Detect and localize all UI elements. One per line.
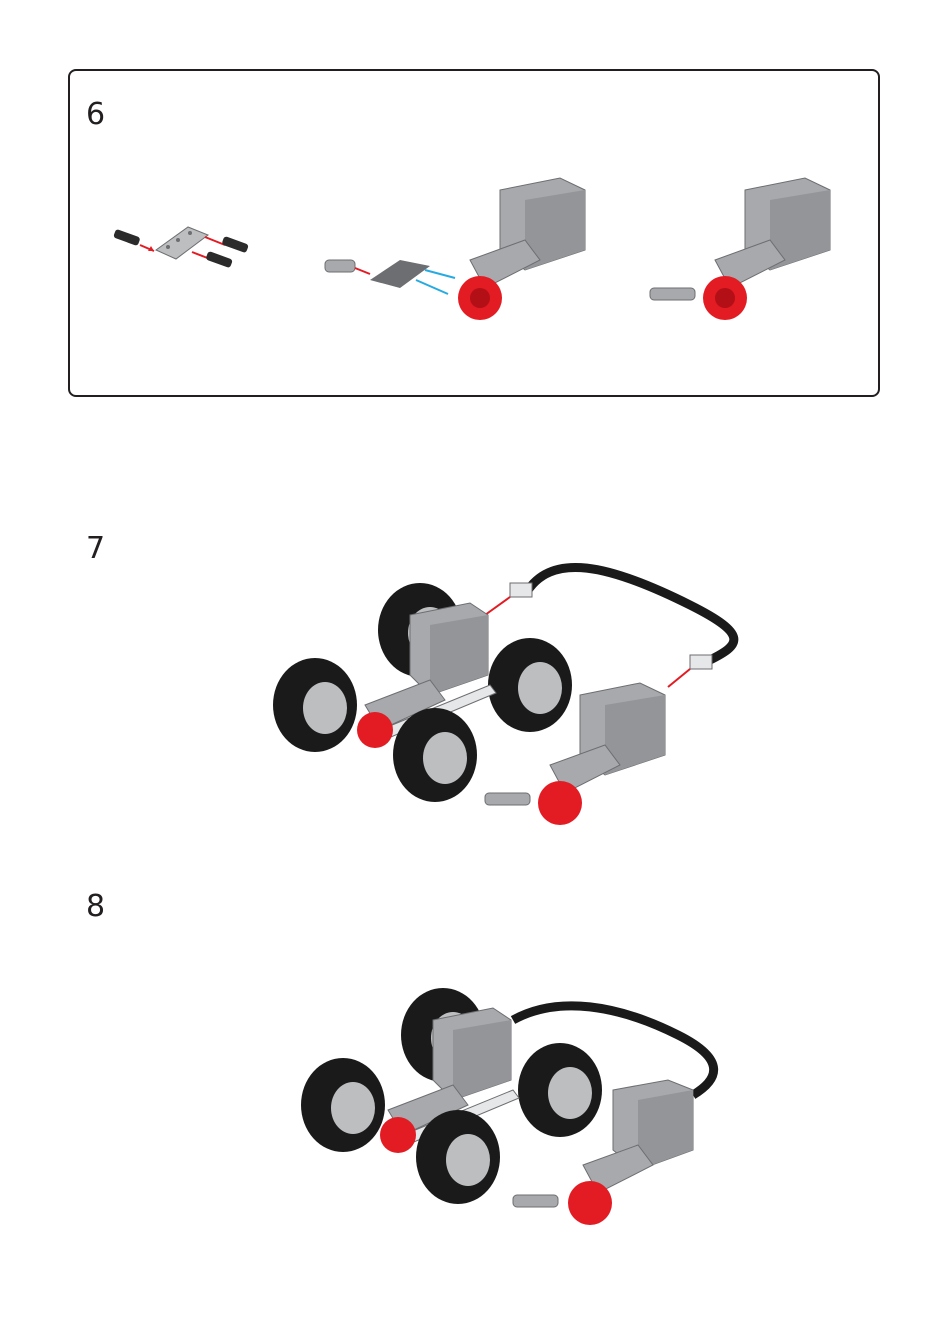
beam-icon [155, 226, 210, 260]
cable-icon [510, 1001, 719, 1099]
pin-icon [113, 229, 140, 246]
step-number-7: 7 [86, 531, 106, 566]
motor-icon [458, 177, 586, 320]
step-7-illustration [273, 563, 739, 825]
wheel-icon [393, 708, 477, 802]
hub-icon [357, 712, 393, 748]
wheel-icon [301, 1058, 385, 1152]
wheel-icon [488, 638, 572, 732]
hub-icon [568, 1181, 612, 1225]
beam-icon [370, 260, 430, 288]
step-6-frame [68, 69, 880, 397]
motor-assembly-illustration [324, 177, 586, 320]
step-number-6: 6 [86, 97, 106, 132]
pin-icon [222, 236, 249, 253]
arrow-icon [667, 668, 691, 688]
arrow-icon [415, 279, 449, 295]
cable-connector-icon [689, 654, 713, 670]
hub-icon [538, 781, 582, 825]
step-number-8: 8 [86, 889, 106, 924]
arrow-icon [354, 267, 371, 275]
axle-icon [649, 287, 696, 301]
arrow-icon [424, 269, 456, 279]
motor-icon [512, 1079, 694, 1225]
wheel-icon [273, 658, 357, 752]
cable-connector-icon [509, 582, 533, 598]
arrow-icon [484, 596, 511, 616]
beam-with-pins-illustration [113, 226, 249, 268]
hub-icon [380, 1117, 416, 1153]
assembled-motor-illustration [649, 177, 831, 320]
axle-icon [324, 259, 356, 273]
wheel-icon [518, 1043, 602, 1137]
pin-icon [206, 251, 233, 268]
cable-icon [521, 563, 739, 665]
motor-icon [703, 177, 831, 320]
step-8-illustration [301, 988, 719, 1225]
wheel-icon [416, 1110, 500, 1204]
motor-icon [484, 682, 666, 825]
